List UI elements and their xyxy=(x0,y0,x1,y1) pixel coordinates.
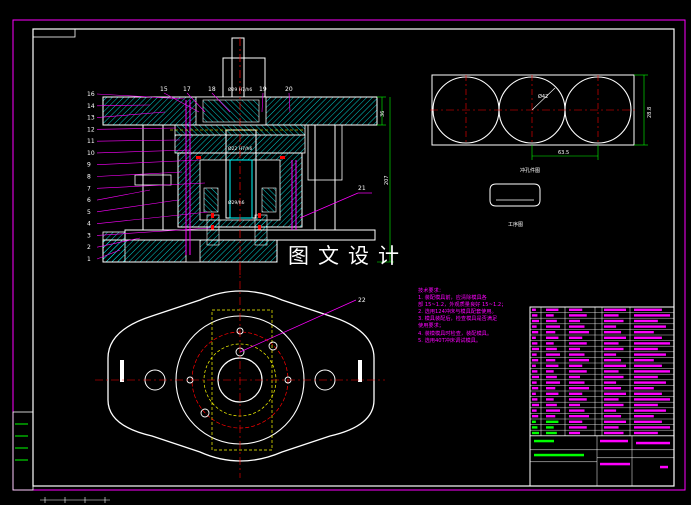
strip-pitch: 63.5 xyxy=(558,150,569,156)
fit-label-c: Ø29/h6 xyxy=(228,199,245,206)
part-number-4: 4 xyxy=(87,221,91,228)
part-number-19: 19 xyxy=(259,86,267,93)
plan-view: 22 xyxy=(95,265,385,478)
part-callouts-left: 16 14 13 12 11 10 9 8 7 6 5 4 3 2 1 xyxy=(87,91,211,263)
note-line: 部 15~1.2，外观质量良好 15~1.2； xyxy=(418,302,507,309)
part-number-10: 10 xyxy=(87,150,95,157)
part-callouts-top: 15 17 18 19 20 xyxy=(160,86,293,113)
note-line: 3. 模具装配后，检查模具是否满足 xyxy=(418,316,498,323)
strip-height: 28.8 xyxy=(647,107,653,118)
part-number-14: 14 xyxy=(87,103,95,110)
callout-21: 21 xyxy=(299,185,372,219)
die-outline xyxy=(107,290,375,462)
blank-part xyxy=(489,183,541,207)
lower-die-plate xyxy=(124,229,376,241)
part-number-18: 18 xyxy=(208,86,216,93)
fit-label-a: Ø29 H7/h6 xyxy=(228,86,252,93)
dim-top-thickness: 36 xyxy=(380,111,386,117)
fit-label-b: Ø22 H7/h6 xyxy=(228,145,252,152)
part-number-20: 20 xyxy=(285,86,293,93)
side-strip xyxy=(12,411,34,491)
outer-border xyxy=(12,19,686,491)
note-line: 2. 选用124冲床与模具配套使用。 xyxy=(418,309,497,316)
section-view: Ø29 H7/h6 Ø22 H7/h6 Ø29/h6 36 207 xyxy=(102,37,394,275)
part-number-2: 2 xyxy=(87,244,91,251)
ruler-ticks xyxy=(40,497,110,503)
part-number-7: 7 xyxy=(87,185,91,192)
strip-layout: Ø42 63.5 28.8 冲孔件图 工序图 xyxy=(430,74,653,228)
inner-frame xyxy=(32,28,675,487)
parts-list-table xyxy=(529,306,675,487)
note-line: 5. 选用40T冲床调试模具。 xyxy=(418,337,482,344)
side-strip-marks xyxy=(15,423,28,461)
part-number-13: 13 xyxy=(87,115,95,122)
part-number-11: 11 xyxy=(87,138,95,145)
part-number-9: 9 xyxy=(87,162,91,169)
bore-label: Ø42 xyxy=(538,93,548,100)
guide-post-right xyxy=(314,124,336,231)
part-number-12: 12 xyxy=(87,126,95,133)
callout-22-label: 22 xyxy=(358,297,366,304)
part-number-5: 5 xyxy=(87,209,91,216)
part-number-6: 6 xyxy=(87,197,91,204)
vertical-dimensions xyxy=(377,96,394,263)
part-number-3: 3 xyxy=(87,232,91,239)
part-number-17: 17 xyxy=(183,86,191,93)
pierce-view-label: 冲孔件图 xyxy=(520,167,540,174)
notes-title: 技术要求： xyxy=(418,288,444,294)
title-tab xyxy=(32,28,76,38)
callout-21-label: 21 xyxy=(358,185,366,192)
blank-view-label: 工序图 xyxy=(508,221,523,228)
note-line: 1. 装配模具前，应清除模具各 xyxy=(418,295,487,302)
watermark-text: 图文设计 xyxy=(288,244,408,268)
part-number-16: 16 xyxy=(87,91,95,98)
dim-total-height: 207 xyxy=(384,175,390,185)
technical-requirements: 技术要求： 1. 装配模具前，应清除模具各 部 15~1.2，外观质量良好 15… xyxy=(418,288,536,345)
part-number-8: 8 xyxy=(87,174,91,181)
note-line: 4. 装模模具时检查，装配模具。 xyxy=(418,330,493,337)
part-number-1: 1 xyxy=(87,256,91,263)
note-line: 使用要求； xyxy=(418,323,444,330)
part-number-15: 15 xyxy=(160,86,168,93)
